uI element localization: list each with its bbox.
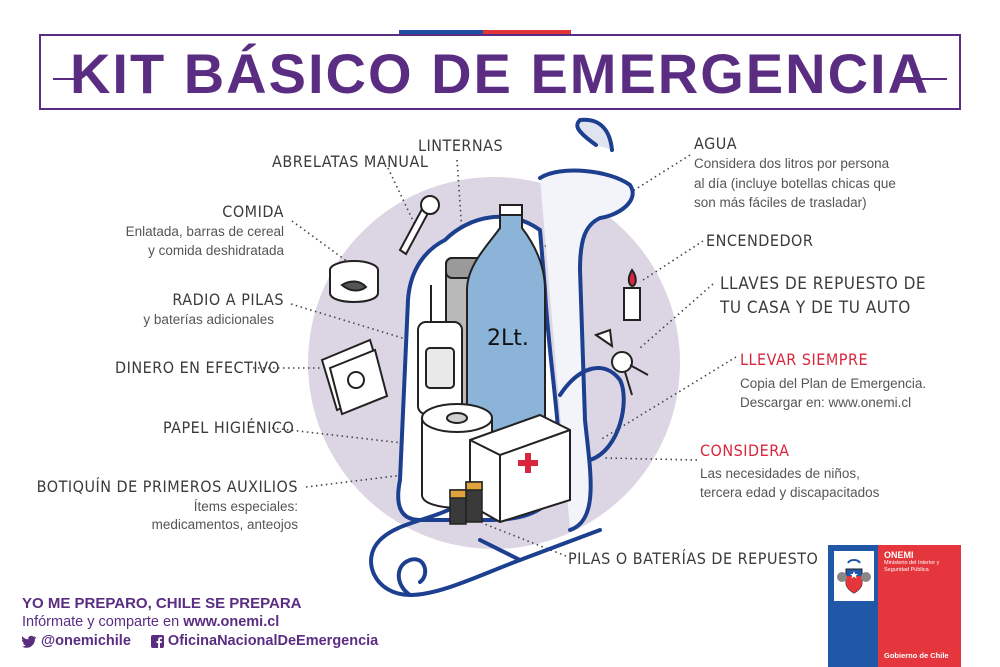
facebook-icon (150, 635, 164, 648)
footer-social: @onemichile OficinaNacionalDeEmergencia (22, 632, 394, 654)
footer-info-prefix: Infórmate y comparte en (22, 614, 184, 630)
label-linternas: LINTERNAS (418, 136, 504, 155)
logo-ministry: Ministerio del Interior y Seguridad Públ… (884, 560, 940, 573)
label-agua: AGUA (694, 134, 738, 153)
label-encendedor: ENCENDEDOR (706, 231, 814, 250)
desc-agua-2: al día (incluye botellas chicas que (694, 176, 896, 191)
label-llevar-siempre: LLEVAR SIEMPRE (740, 350, 869, 369)
desc-botiquin-2: medicamentos, anteojos (151, 517, 298, 532)
title-dash-left (53, 78, 79, 80)
footer-info-url[interactable]: www.onemi.cl (183, 614, 280, 630)
can-opener (398, 195, 440, 256)
desc-llevar-1: Copia del Plan de Emergencia. (740, 376, 927, 391)
facebook-link[interactable]: OficinaNacionalDeEmergencia (150, 632, 379, 651)
canned-food (329, 260, 379, 303)
title-frame: KIT BÁSICO DE EMERGENCIA (39, 34, 961, 110)
keys (593, 328, 649, 396)
label-papel: PAPEL HIGIÉNICO (163, 418, 295, 437)
coat-of-arms-icon (834, 551, 874, 601)
flag-bar (399, 30, 571, 36)
label-comida: COMIDA (222, 202, 284, 221)
batteries (449, 481, 483, 525)
radio (417, 285, 463, 415)
lighter (623, 268, 641, 321)
onemi-logo: ONEMI Ministerio del Interior y Segurida… (828, 545, 961, 667)
footer-info: Infórmate y comparte en www.onemi.cl (22, 613, 394, 632)
label-llaves-2: TU CASA Y DE TU AUTO (720, 298, 911, 318)
label-pilas: PILAS O BATERÍAS DE REPUESTO (568, 549, 819, 568)
twitter-link[interactable]: @onemichile (22, 632, 131, 651)
desc-agua-1: Considera dos litros por persona (694, 156, 890, 171)
logo-gov: Gobierno de Chile (884, 651, 949, 660)
bottle-label: 2Lt. (487, 326, 529, 351)
label-abrelatas: ABRELATAS MANUAL (272, 152, 429, 171)
desc-botiquin-1: Ítems especiales: (193, 499, 298, 514)
desc-considera-2: tercera edad y discapacitados (700, 485, 880, 500)
flag-blue-stripe (399, 30, 483, 36)
facebook-handle: OficinaNacionalDeEmergencia (167, 633, 379, 649)
cash-bills (320, 338, 389, 416)
desc-radio: y baterías adicionales (143, 312, 274, 327)
twitter-handle: @onemichile (41, 633, 131, 649)
twitter-icon (22, 635, 36, 648)
footer: YO ME PREPARO, CHILE SE PREPARA Infórmat… (22, 595, 394, 654)
label-dinero: DINERO EN EFECTIVO (115, 358, 280, 377)
label-botiquin: BOTIQUÍN DE PRIMEROS AUXILIOS (36, 477, 298, 496)
desc-llevar-2: Descargar en: www.onemi.cl (740, 395, 912, 410)
label-considera: CONSIDERA (700, 441, 790, 460)
desc-considera-1: Las necesidades de niños, (700, 466, 860, 481)
page-title: KIT BÁSICO DE EMERGENCIA (69, 42, 931, 105)
desc-comida-2: y comida deshidratada (148, 243, 284, 258)
flag-red-stripe (483, 30, 571, 36)
logo-red-panel (878, 545, 961, 667)
logo-org: ONEMI (884, 550, 914, 560)
desc-comida-1: Enlatada, barras de cereal (125, 224, 284, 239)
label-radio: RADIO A PILAS (172, 290, 284, 309)
footer-slogan: YO ME PREPARO, CHILE SE PREPARA (22, 595, 302, 612)
desc-agua-3: son más fáciles de trasladar) (694, 195, 867, 210)
title-dash-right (921, 78, 947, 80)
label-llaves-1: LLAVES DE REPUESTO DE (720, 274, 927, 294)
